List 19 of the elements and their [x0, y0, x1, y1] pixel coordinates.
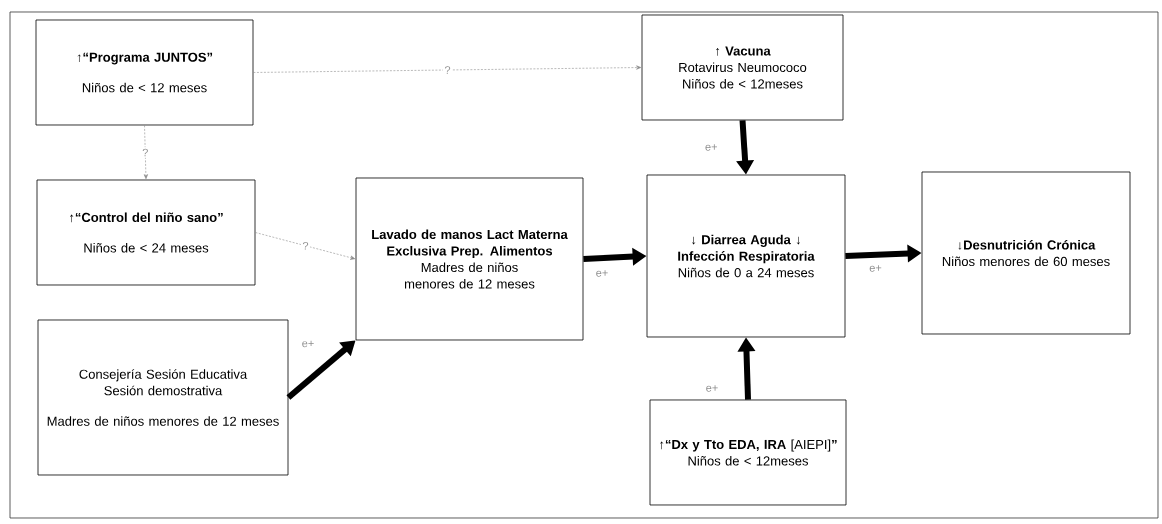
edge-label: e+ [594, 268, 610, 279]
text-box: ↑“Dx y Tto EDA, IRA [AIEPI]” Niños de < 12meses [649, 399, 847, 506]
arrow [253, 65, 642, 73]
text-box: ↑“Programa JUNTOS” Niños de < 12 meses [35, 19, 254, 126]
edge-label: e+ [300, 339, 316, 349]
text-box: Consejería Sesión Educativa Sesión demostrativa Madres de niños menores de 12 meses [37, 319, 289, 476]
text-box: Lavado de manos Lact Materna Exclusiva Prep. Alimentos Madres de niños menores de 12 meses [355, 177, 584, 341]
text-box: ↑ Vacuna Rotavirus Neumococo Niños de < 12meses [641, 14, 844, 121]
arrow [143, 125, 148, 180]
arrow [255, 232, 356, 260]
edge-label: e+ [867, 263, 884, 274]
edge-label: ? [140, 147, 150, 158]
text-box: ↓Desnutrición Crónica Niños menores de 60 meses [921, 171, 1131, 335]
edge-label: e+ [704, 383, 720, 394]
edge-label: ? [300, 240, 311, 252]
text-box: ↑“Control del niño sano” Niños de < 24 meses [36, 179, 256, 286]
text-box: ↓ Diarrea Aguda ↓ Infección Respiratoria Niños de 0 a 24 meses [646, 174, 846, 338]
edge-label: e+ [703, 142, 720, 153]
edge-label: ? [442, 64, 453, 76]
